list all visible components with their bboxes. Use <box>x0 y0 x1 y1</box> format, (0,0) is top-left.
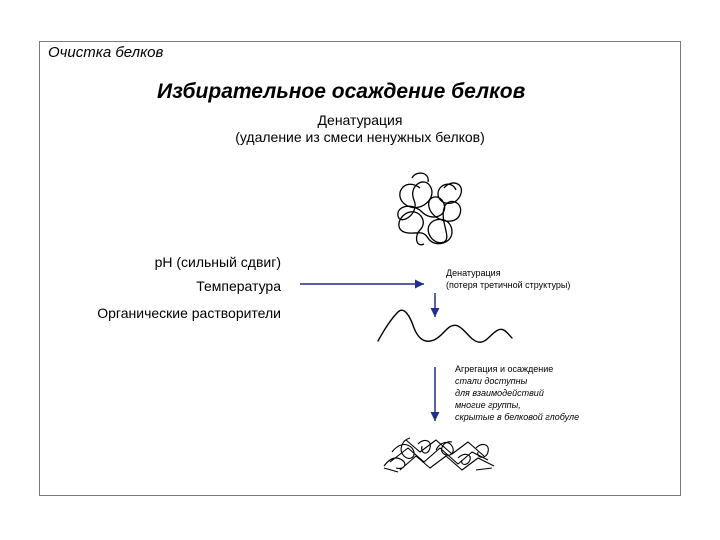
unfolded-chain-icon <box>378 310 512 342</box>
folded-protein-icon <box>398 173 462 245</box>
aggregate-icon <box>384 438 494 472</box>
